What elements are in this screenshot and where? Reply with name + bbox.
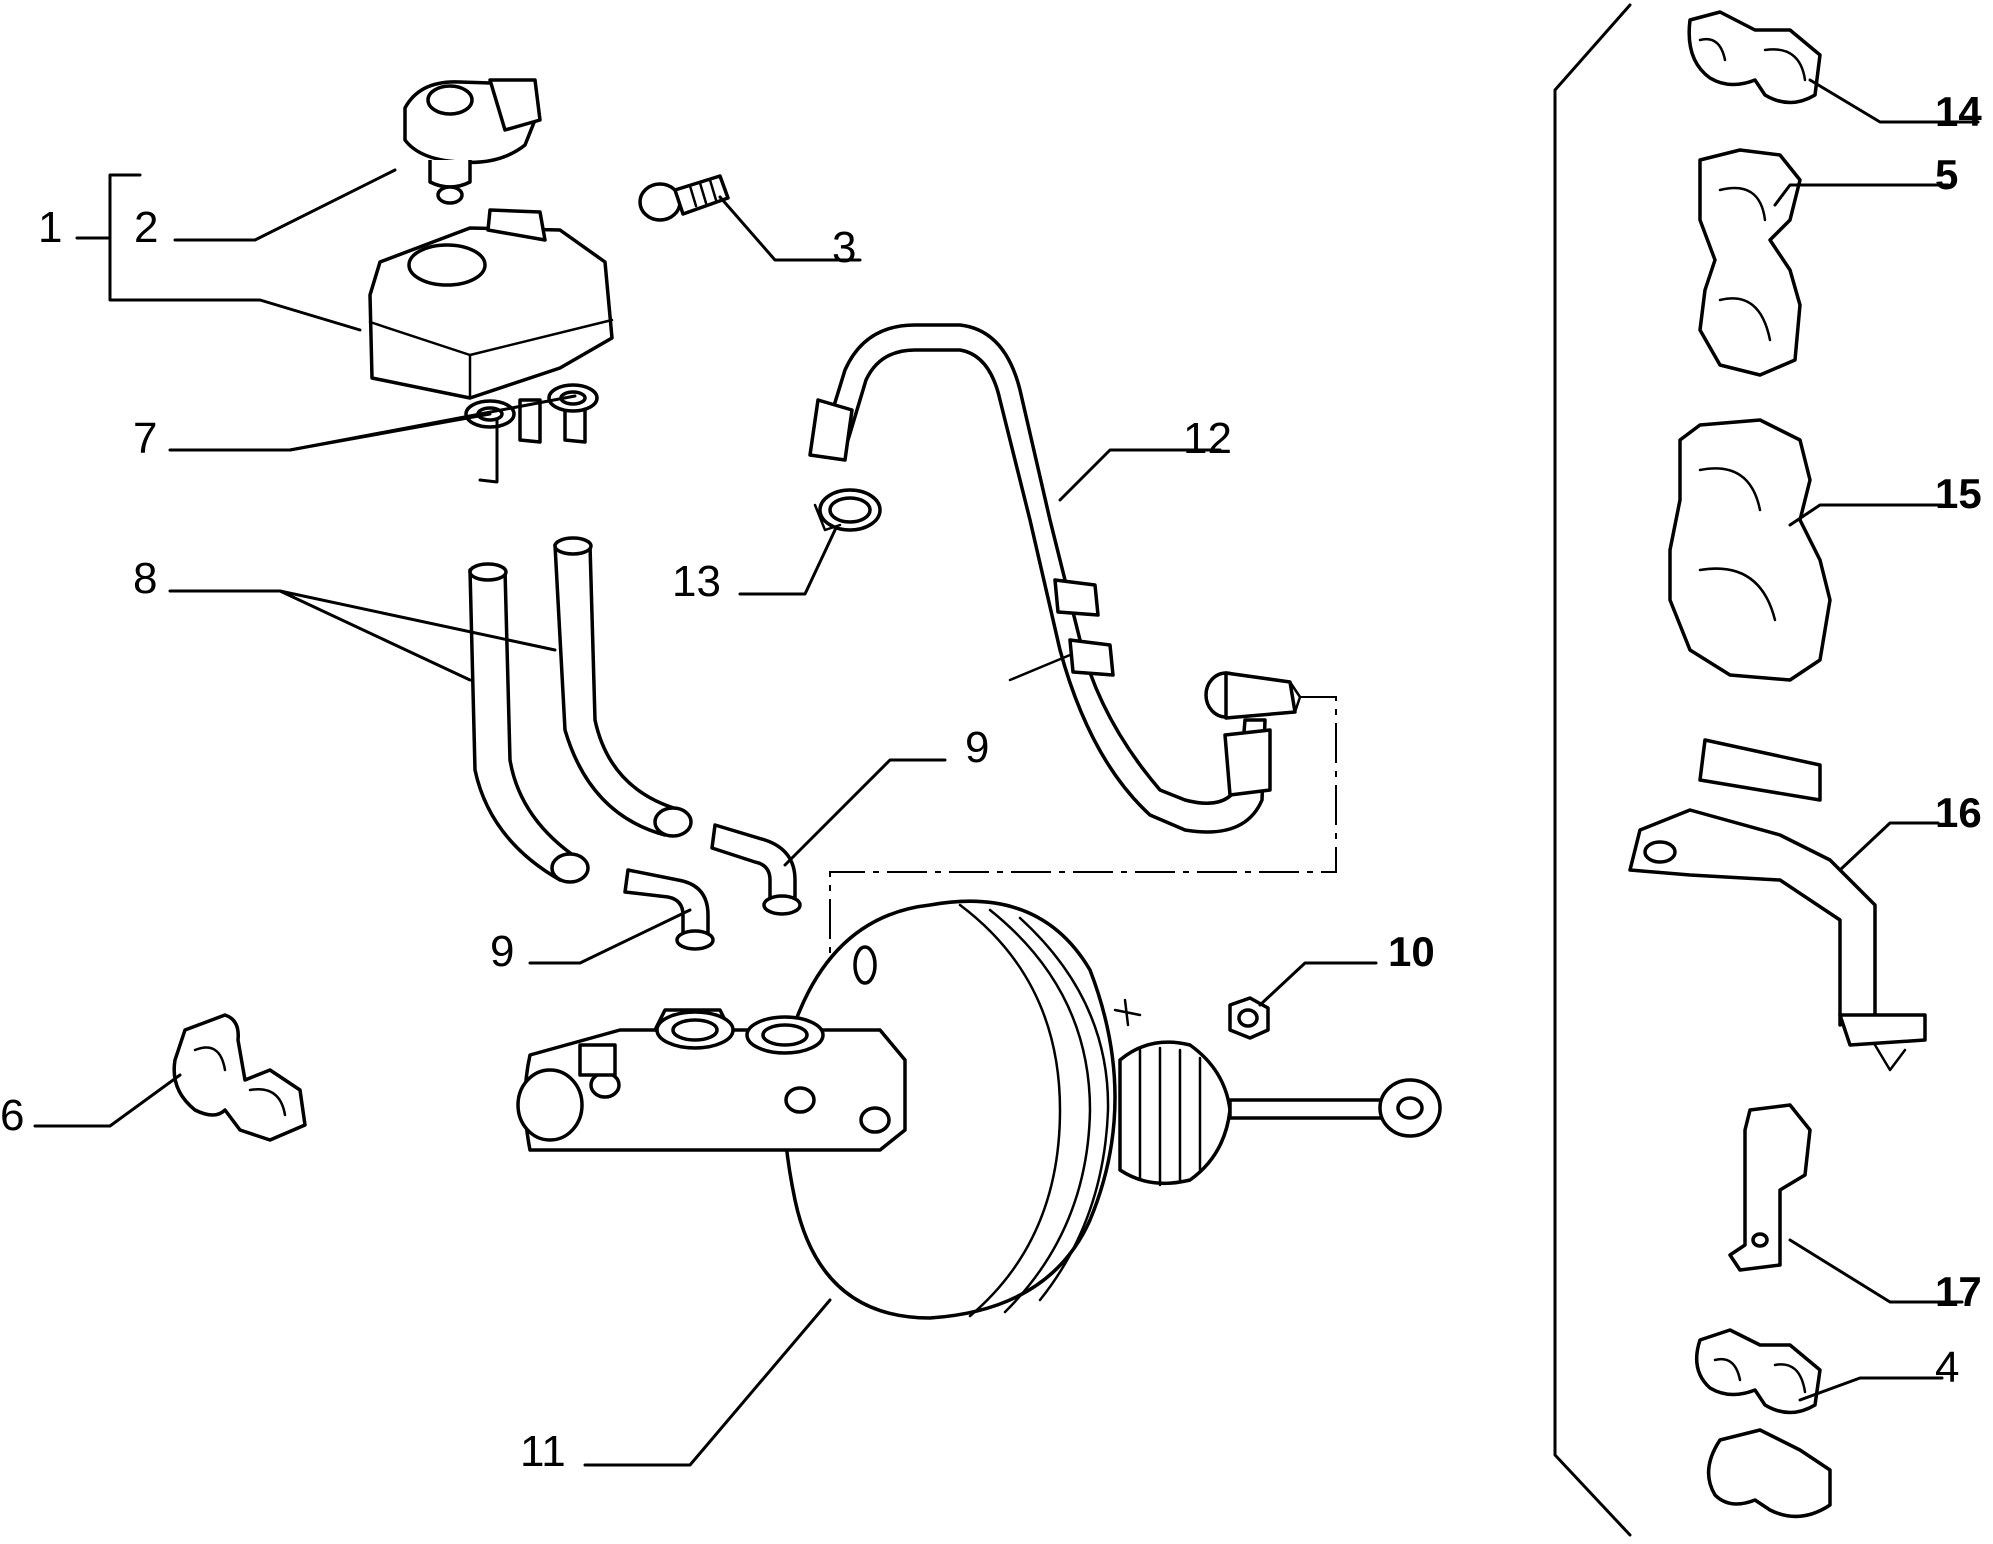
ring-dash (478, 418, 499, 484)
hoses (468, 536, 693, 884)
clip-15 (1668, 418, 1832, 682)
callout-14: 14 (1935, 88, 1982, 135)
callout-10: 10 (1388, 928, 1435, 975)
vacuum-pipe (808, 323, 1302, 834)
callout-12: 12 (1183, 414, 1232, 463)
leader-lines (33, 78, 1980, 1467)
callout-4: 4 (1935, 1343, 1959, 1392)
callout-11: 11 (520, 1427, 566, 1476)
elbow-fittings (623, 823, 802, 951)
clip-5 (1698, 148, 1802, 377)
callout-13: 13 (672, 557, 721, 606)
clip-6 (172, 1013, 307, 1142)
callout-16: 16 (1935, 789, 1982, 836)
callout-15: 15 (1935, 470, 1982, 517)
master-cylinder (516, 1008, 907, 1152)
panel-divider (1553, 3, 1632, 1537)
callout-9-upper: 9 (965, 723, 989, 772)
connection-line (829, 696, 1337, 960)
callout-17: 17 (1935, 1268, 1982, 1315)
bracket-16 (1628, 738, 1927, 1072)
bracket-17 (1728, 1103, 1812, 1272)
clip-4 (1694, 1328, 1832, 1519)
callout-3: 3 (832, 223, 856, 272)
callout-2: 2 (134, 203, 158, 252)
hose-clamp (813, 488, 882, 532)
callout-8: 8 (133, 554, 157, 603)
callout-9-lower: 9 (490, 927, 514, 976)
bolt (638, 174, 730, 222)
reservoir-cap (403, 78, 542, 205)
callout-6: 6 (0, 1091, 24, 1140)
nut (1228, 996, 1270, 1040)
brake-servo (781, 899, 1442, 1320)
clip-14 (1687, 10, 1822, 105)
callout-1: 1 (38, 203, 62, 252)
callout-7: 7 (133, 414, 157, 463)
callout-5: 5 (1935, 151, 1958, 198)
